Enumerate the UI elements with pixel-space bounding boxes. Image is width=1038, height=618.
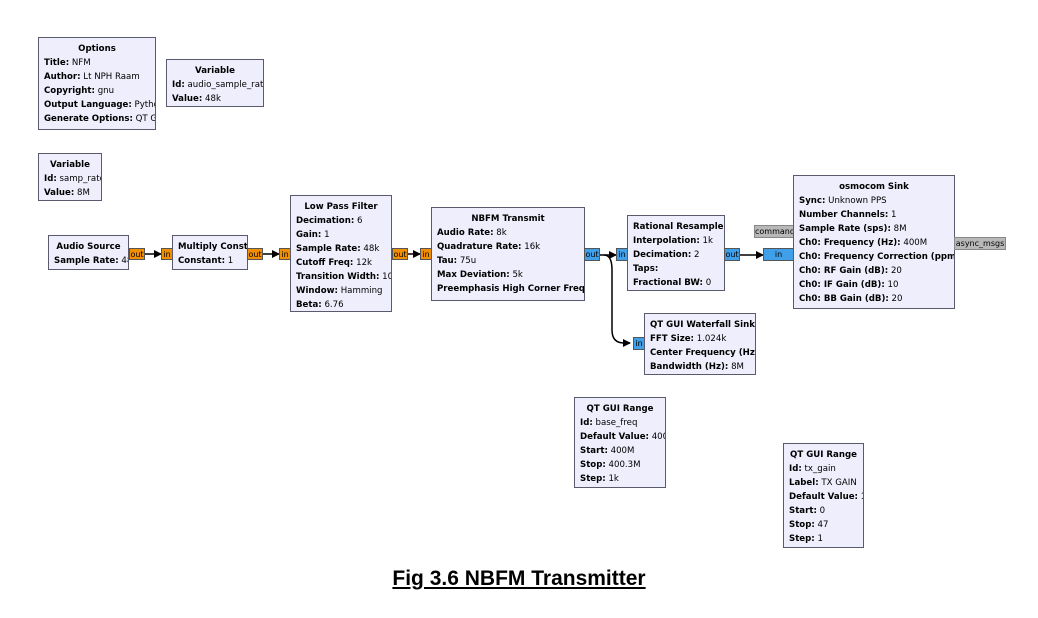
block-title: Variable bbox=[50, 160, 90, 170]
param-row: Number Channels: 1 bbox=[799, 210, 897, 220]
param-row: Gain: 1 bbox=[296, 230, 330, 240]
param-row: Cutoff Freq: 12k bbox=[296, 258, 373, 268]
low-pass-filter-in-port[interactable]: in bbox=[279, 248, 291, 260]
param-row: Ch0: IF Gain (dB): 10 bbox=[799, 280, 899, 290]
param-row: Bandwidth (Hz): 8M bbox=[650, 362, 744, 372]
param-row: Start: 400M bbox=[580, 446, 635, 456]
waterfall-sink-block[interactable]: QT GUI Waterfall Sink FFT Size: 1.024k C… bbox=[644, 313, 756, 375]
multiply-const-block[interactable]: Multiply Const Constant: 1 bbox=[172, 235, 248, 270]
param-row: Default Value: 10 bbox=[789, 492, 863, 502]
rational-resampler-block[interactable]: Rational Resampler Interpolation: 1k Dec… bbox=[627, 215, 725, 291]
param-row: Tau: 75u bbox=[437, 256, 477, 266]
param-row: Ch0: BB Gain (dB): 20 bbox=[799, 294, 903, 304]
param-row: Value: 8M bbox=[44, 188, 90, 198]
param-row: Ch0: Frequency (Hz): 400M bbox=[799, 238, 928, 248]
param-row: Id: base_freq bbox=[580, 418, 638, 428]
param-row: Step: 1k bbox=[580, 474, 619, 484]
low-pass-filter-out-port[interactable]: out bbox=[392, 248, 408, 260]
multiply-const-out-port[interactable]: out bbox=[247, 248, 263, 260]
param-row: Audio Rate: 8k bbox=[437, 228, 507, 238]
param-row: Beta: 6.76 bbox=[296, 300, 344, 310]
low-pass-filter-block[interactable]: Low Pass Filter Decimation: 6 Gain: 1 Sa… bbox=[290, 195, 392, 312]
param-row: Id: audio_sample_rate bbox=[172, 80, 264, 90]
block-title: NBFM Transmit bbox=[471, 214, 545, 224]
osmocom-sink-block[interactable]: osmocom Sink Sync: Unknown PPS Number Ch… bbox=[793, 175, 955, 309]
param-row: Value: 48k bbox=[172, 94, 221, 104]
osmocom-command-port[interactable]: command bbox=[754, 225, 794, 238]
block-title: Rational Resampler bbox=[633, 222, 725, 232]
param-row: Step: 1 bbox=[789, 534, 823, 544]
param-row: Stop: 47 bbox=[789, 520, 829, 530]
param-row: Taps: bbox=[633, 264, 659, 274]
multiply-const-in-port[interactable]: in bbox=[161, 248, 173, 260]
param-row: Start: 0 bbox=[789, 506, 826, 516]
qt-gui-range-base-freq-block[interactable]: QT GUI Range Id: base_freq Default Value… bbox=[574, 397, 666, 488]
param-row: Id: samp_rate bbox=[44, 174, 102, 184]
param-row: Ch0: RF Gain (dB): 20 bbox=[799, 266, 902, 276]
block-title: QT GUI Waterfall Sink bbox=[650, 320, 755, 330]
param-row: Preemphasis High Corner Freq: -1 bbox=[437, 284, 585, 294]
option-language-row: Output Language: Python bbox=[44, 100, 155, 110]
param-row: Ch0: Frequency Correction (ppm): 0 bbox=[799, 252, 955, 262]
audio-source-out-port[interactable]: out bbox=[129, 248, 145, 260]
option-copyright-row: Copyright: gnu bbox=[44, 86, 115, 96]
param-row: Window: Hamming bbox=[296, 286, 383, 296]
param-row: Transition Width: 100 bbox=[296, 272, 391, 282]
variable-audio-sample-rate-block[interactable]: Variable Id: audio_sample_rate Value: 48… bbox=[166, 59, 264, 107]
param-row: Label: TX GAIN bbox=[789, 478, 857, 488]
param-row: FFT Size: 1.024k bbox=[650, 334, 727, 344]
param-row: Decimation: 2 bbox=[633, 250, 700, 260]
osmocom-async-msgs-port[interactable]: async_msgs bbox=[954, 237, 1006, 250]
param-row: Quadrature Rate: 16k bbox=[437, 242, 541, 252]
option-title-row: Title: NFM bbox=[44, 58, 91, 68]
figure-caption: Fig 3.6 NBFM Transmitter bbox=[392, 567, 646, 590]
block-title: Options bbox=[78, 44, 116, 54]
option-author-row: Author: Lt NPH Raam bbox=[44, 72, 140, 82]
block-title: QT GUI Range bbox=[586, 404, 654, 414]
param-row: Stop: 400.3M bbox=[580, 460, 641, 470]
block-title: QT GUI Range bbox=[790, 450, 857, 460]
block-title: Multiply Const bbox=[178, 242, 248, 252]
rational-resampler-out-port[interactable]: out bbox=[724, 248, 740, 261]
nbfm-transmit-out-port[interactable]: out bbox=[584, 248, 600, 261]
param-row: Sample Rate: 48k bbox=[54, 256, 128, 266]
param-row: Id: tx_gain bbox=[789, 464, 836, 474]
variable-samp-rate-block[interactable]: Variable Id: samp_rate Value: 8M bbox=[38, 153, 102, 201]
nbfm-transmit-block[interactable]: NBFM Transmit Audio Rate: 8k Quadrature … bbox=[431, 207, 585, 301]
param-row: Default Value: 400M bbox=[580, 432, 665, 442]
block-title: Low Pass Filter bbox=[304, 202, 378, 212]
block-title: Variable bbox=[195, 66, 235, 76]
param-row: Sync: Unknown PPS bbox=[799, 196, 887, 206]
param-row: Decimation: 6 bbox=[296, 216, 363, 226]
param-row: Center Frequency (Hz): 0 bbox=[650, 348, 756, 358]
param-row: Sample Rate (sps): 8M bbox=[799, 224, 907, 234]
block-title: osmocom Sink bbox=[839, 182, 909, 192]
block-title: Audio Source bbox=[56, 242, 121, 252]
param-row: Constant: 1 bbox=[178, 256, 234, 266]
audio-source-block[interactable]: Audio Source Sample Rate: 48k bbox=[48, 235, 129, 270]
param-row: Interpolation: 1k bbox=[633, 236, 713, 246]
options-block[interactable]: Options Title: NFM Author: Lt NPH Raam C… bbox=[38, 37, 156, 130]
option-generate-row: Generate Options: QT GUI bbox=[44, 114, 155, 124]
osmocom-sink-in-port[interactable]: in bbox=[763, 248, 794, 261]
param-row: Max Deviation: 5k bbox=[437, 270, 523, 280]
qt-gui-range-tx-gain-block[interactable]: QT GUI Range Id: tx_gain Label: TX GAIN … bbox=[783, 443, 864, 548]
param-row: Sample Rate: 48k bbox=[296, 244, 380, 254]
param-row: Fractional BW: 0 bbox=[633, 278, 712, 288]
